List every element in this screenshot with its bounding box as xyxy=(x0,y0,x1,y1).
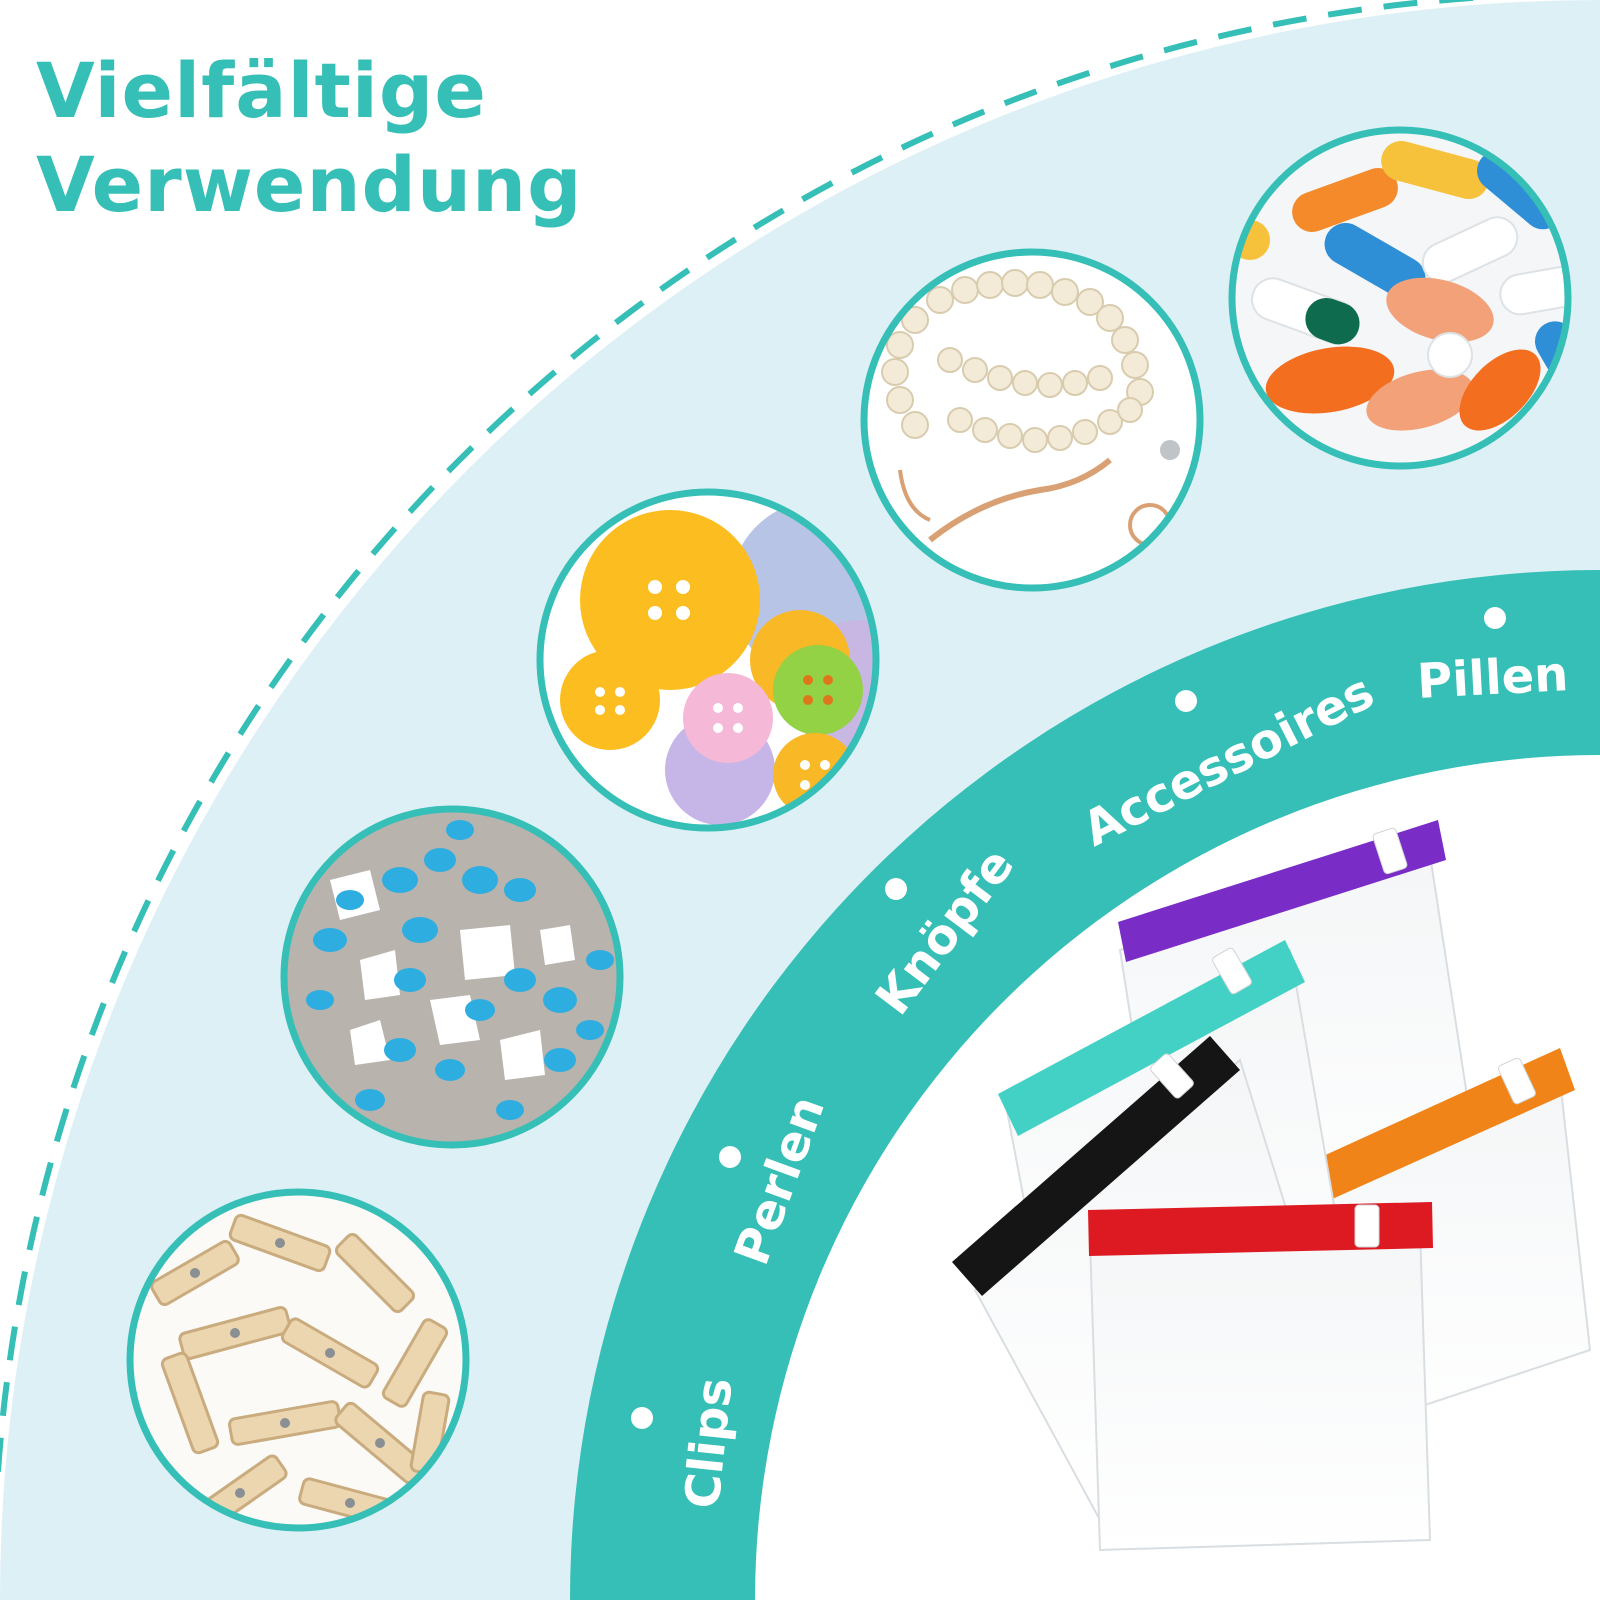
zip-bag-red xyxy=(1088,1202,1433,1552)
title-line-1: Vielfältige xyxy=(36,46,487,135)
title-line-2: Verwendung xyxy=(36,140,583,229)
zip-bags-illustration xyxy=(952,820,1592,1552)
bullet-dot xyxy=(1484,607,1506,629)
bullet-dot xyxy=(885,878,907,900)
photo-circle-beads xyxy=(280,805,624,1149)
photo-circle-buttons xyxy=(536,488,880,832)
bullet-dot xyxy=(1175,690,1197,712)
photo-circle-pearls xyxy=(860,248,1204,592)
category-label-pillen: Pillen xyxy=(1416,646,1570,710)
category-label-clips: Clips xyxy=(674,1375,743,1511)
photo-circle-clips xyxy=(126,1188,470,1532)
page-title: Vielfältige Verwendung xyxy=(36,44,583,232)
photo-circle-pills xyxy=(1228,126,1572,470)
bullet-dot xyxy=(631,1407,653,1429)
bullet-dot xyxy=(719,1146,741,1168)
